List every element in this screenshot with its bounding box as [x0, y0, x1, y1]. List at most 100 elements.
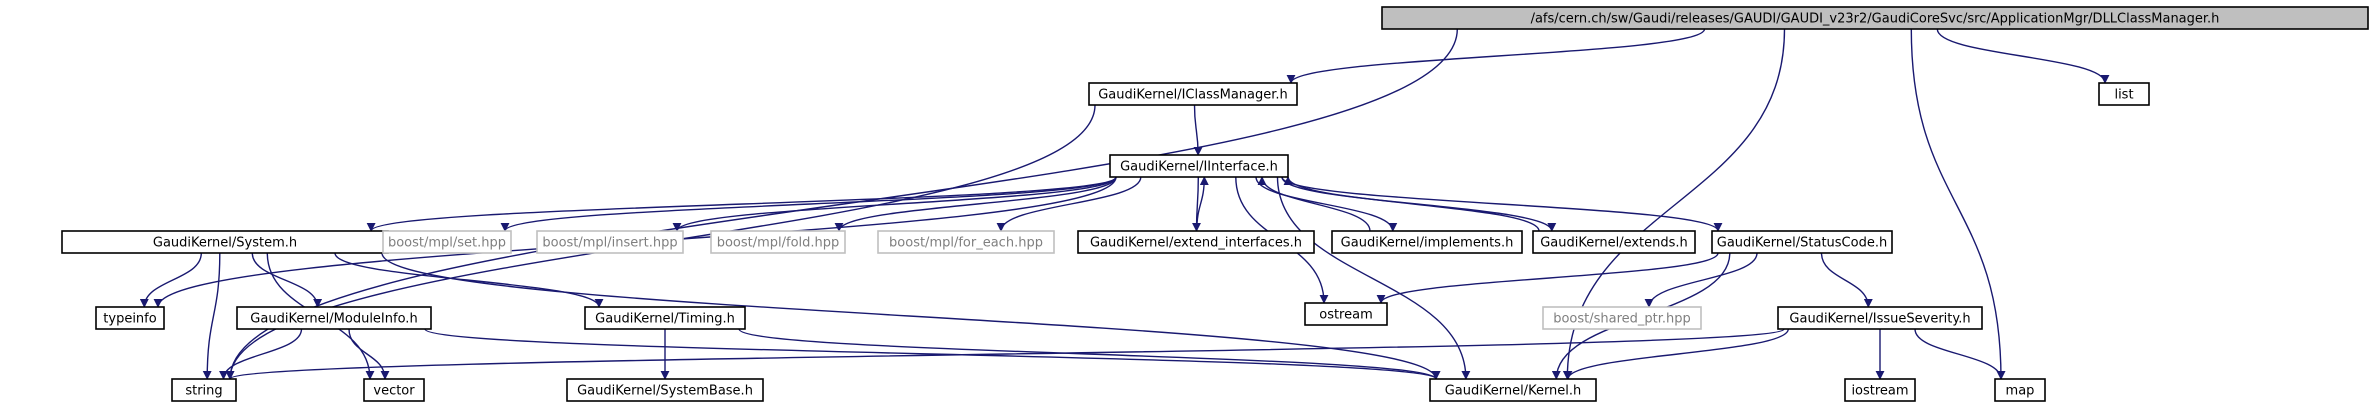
edge-iinterface-to-system: [366, 176, 1117, 232]
node-ostream[interactable]: ostream: [1304, 302, 1388, 326]
node-box-statuscode: [1711, 230, 1893, 254]
node-label-mpl_for_each: boost/mpl/for_each.hpp: [889, 236, 1043, 251]
node-box-map: [1994, 378, 2046, 402]
node-string[interactable]: string: [171, 378, 237, 402]
node-box-root: [1381, 6, 2369, 30]
node-label-system: GaudiKernel/System.h: [153, 236, 297, 251]
node-iinterface[interactable]: GaudiKernel/IInterface.h: [1109, 154, 1289, 178]
node-label-string: string: [185, 384, 222, 399]
node-vector[interactable]: vector: [363, 378, 425, 402]
edge-system-to-timing: [334, 252, 604, 308]
node-moduleinfo[interactable]: GaudiKernel/ModuleInfo.h: [236, 306, 432, 330]
node-label-issueseverity: GaudiKernel/IssueSeverity.h: [1789, 312, 1970, 327]
edge-timing-to-kernel: [738, 328, 1441, 380]
edge-issueseverity-to-string: [226, 328, 1785, 380]
edge-moduleinfo-to-kernel: [424, 328, 1441, 380]
node-list[interactable]: list: [2098, 82, 2150, 106]
node-label-implements: GaudiKernel/implements.h: [1341, 236, 1514, 251]
node-timing[interactable]: GaudiKernel/Timing.h: [584, 306, 746, 330]
node-extend_interfaces[interactable]: GaudiKernel/extend_interfaces.h: [1077, 230, 1315, 254]
node-extends[interactable]: GaudiKernel/extends.h: [1532, 230, 1696, 254]
node-label-moduleinfo: GaudiKernel/ModuleInfo.h: [250, 312, 417, 327]
edge-system-to-string: [202, 252, 221, 380]
edge-root-to-iclassmanager: [1286, 28, 1706, 84]
edge-root-to-list: [1936, 28, 2110, 84]
edge-implements-to-iinterface: [1257, 176, 1371, 232]
node-shared_ptr: boost/shared_ptr.hpp: [1542, 306, 1702, 330]
node-label-iclassmanager: GaudiKernel/IClassManager.h: [1098, 88, 1288, 103]
edge-statuscode-to-shared_ptr: [1644, 252, 1758, 308]
edge-issueseverity-to-kernel: [1563, 328, 1789, 380]
node-implements[interactable]: GaudiKernel/implements.h: [1331, 230, 1523, 254]
node-box-ostream: [1304, 302, 1388, 326]
edge-iclassmanager-to-iinterface: [1193, 104, 1203, 156]
node-label-mpl_insert: boost/mpl/insert.hpp: [542, 236, 677, 251]
node-label-vector: vector: [373, 384, 415, 399]
edge-iinterface-to-mpl_insert: [672, 176, 1117, 232]
node-box-vector: [363, 378, 425, 402]
node-label-shared_ptr: boost/shared_ptr.hpp: [1553, 312, 1691, 327]
edge-iinterface-to-statuscode: [1281, 176, 1723, 232]
edge-iinterface-to-mpl_fold: [834, 176, 1117, 232]
edge-statuscode-to-ostream: [1376, 252, 1719, 304]
edge-issueseverity-to-map: [1914, 328, 2006, 380]
node-box-typeinfo: [95, 306, 165, 330]
node-systembase[interactable]: GaudiKernel/SystemBase.h: [566, 378, 764, 402]
node-label-mpl_set: boost/mpl/set.hpp: [388, 236, 506, 251]
node-box-iostream: [1844, 378, 1916, 402]
node-label-root: /afs/cern.ch/sw/Gaudi/releases/GAUDI/GAU…: [1531, 12, 2220, 27]
edge-system-to-typeinfo: [139, 252, 202, 308]
node-label-ostream: ostream: [1319, 308, 1373, 323]
edge-iinterface-to-kernel: [1276, 176, 1471, 380]
node-box-mpl_set: [382, 230, 512, 254]
edge-moduleinfo-to-vector: [348, 328, 390, 380]
node-iclassmanager[interactable]: GaudiKernel/IClassManager.h: [1088, 82, 1298, 106]
node-mpl_for_each: boost/mpl/for_each.hpp: [877, 230, 1055, 254]
node-box-timing: [584, 306, 746, 330]
node-typeinfo[interactable]: typeinfo: [95, 306, 165, 330]
node-iostream[interactable]: iostream: [1844, 378, 1916, 402]
node-mpl_set: boost/mpl/set.hpp: [382, 230, 512, 254]
node-label-timing: GaudiKernel/Timing.h: [595, 312, 735, 327]
node-box-issueseverity: [1777, 306, 1983, 330]
node-box-shared_ptr: [1542, 306, 1702, 330]
node-label-extends: GaudiKernel/extends.h: [1540, 236, 1688, 251]
node-box-mpl_insert: [536, 230, 684, 254]
edge-iinterface-to-mpl_set: [500, 176, 1117, 232]
node-issueseverity[interactable]: GaudiKernel/IssueSeverity.h: [1777, 306, 1983, 330]
node-box-kernel: [1429, 378, 1597, 402]
node-label-list: list: [2114, 88, 2133, 103]
node-root[interactable]: /afs/cern.ch/sw/Gaudi/releases/GAUDI/GAU…: [1381, 6, 2369, 30]
edge-layer: [139, 28, 2110, 380]
node-label-map: map: [2006, 384, 2035, 399]
node-mpl_fold: boost/mpl/fold.hpp: [710, 230, 846, 254]
node-kernel[interactable]: GaudiKernel/Kernel.h: [1429, 378, 1597, 402]
node-box-implements: [1331, 230, 1523, 254]
node-box-mpl_for_each: [877, 230, 1055, 254]
node-map[interactable]: map: [1994, 378, 2046, 402]
node-label-statuscode: GaudiKernel/StatusCode.h: [1717, 236, 1887, 251]
node-box-iinterface: [1109, 154, 1289, 178]
node-label-mpl_fold: boost/mpl/fold.hpp: [717, 236, 840, 251]
node-label-systembase: GaudiKernel/SystemBase.h: [577, 384, 753, 399]
node-box-iclassmanager: [1088, 82, 1298, 106]
edge-system-to-moduleinfo: [251, 252, 323, 308]
node-box-extend_interfaces: [1077, 230, 1315, 254]
node-statuscode[interactable]: GaudiKernel/StatusCode.h: [1711, 230, 1893, 254]
node-label-iinterface: GaudiKernel/IInterface.h: [1120, 160, 1278, 175]
node-label-typeinfo: typeinfo: [103, 312, 156, 327]
node-system[interactable]: GaudiKernel/System.h: [61, 230, 389, 254]
edge-root-to-map: [1910, 28, 2006, 380]
node-box-moduleinfo: [236, 306, 432, 330]
edge-extend_interfaces-to-iinterface: [1196, 176, 1209, 232]
edge-iinterface-to-extends: [1281, 176, 1557, 232]
edge-system-to-kernel: [381, 252, 1441, 380]
node-label-extend_interfaces: GaudiKernel/extend_interfaces.h: [1090, 236, 1302, 251]
node-layer: /afs/cern.ch/sw/Gaudi/releases/GAUDI/GAU…: [61, 6, 2369, 402]
node-label-iostream: iostream: [1851, 384, 1908, 399]
node-box-string: [171, 378, 237, 402]
node-mpl_insert: boost/mpl/insert.hpp: [536, 230, 684, 254]
node-box-list: [2098, 82, 2150, 106]
edge-iinterface-to-mpl_for_each: [996, 176, 1142, 232]
